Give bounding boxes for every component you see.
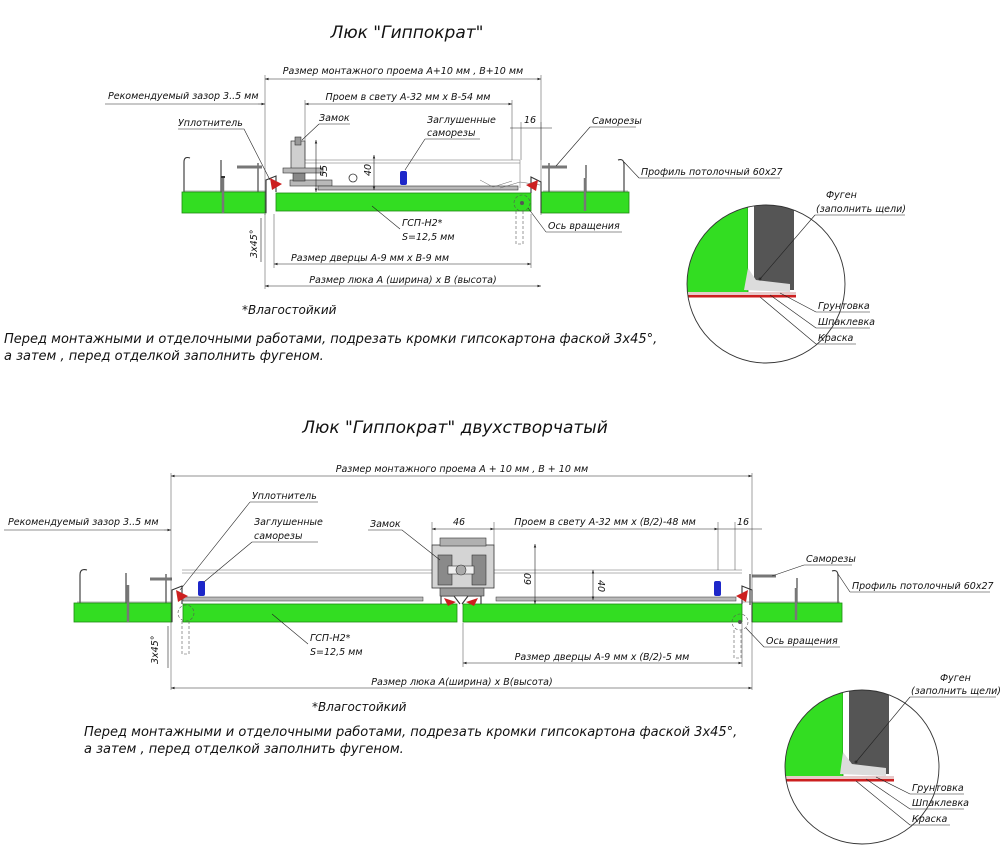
bottom-labels: Уплотнитель Заглушенные саморезы Замок С… — [179, 491, 994, 658]
top-detail-fugen-1: Фуген — [826, 190, 857, 201]
bottom-label-hidden-screws-2: саморезы — [254, 531, 303, 542]
bottom-label-profile: Профиль потолочный 60х27 — [852, 581, 994, 592]
bottom-screws — [126, 574, 798, 622]
bottom-board-left — [73, 602, 173, 623]
top-note-line-2: а затем , перед отделкой заполнить фуген… — [4, 349, 324, 364]
bottom-seal-center-right — [466, 598, 478, 606]
bottom-dim-door: Размер дверцы А-9 мм х (В/2)-5 мм — [515, 652, 690, 663]
top-detail-putty: Шпаклевка — [818, 317, 875, 328]
bottom-hidden-screw-head-left — [198, 581, 205, 596]
bottom-label-gsp-1: ГСП-Н2* — [310, 633, 351, 644]
top-detail-view: Фуген (заполнить щели) Грунтовка Шпаклев… — [686, 190, 906, 364]
top-labels: Уплотнитель Замок Заглушенные саморезы С… — [178, 113, 783, 243]
top-hidden-screw-head — [400, 171, 407, 185]
top-label-axis: Ось вращения — [548, 221, 620, 232]
bottom-label-axis: Ось вращения — [766, 636, 838, 647]
top-detail-paint: Краска — [818, 333, 854, 344]
top-note-moist: *Влагостойкий — [242, 303, 337, 317]
bottom-label-screws: Саморезы — [806, 554, 856, 565]
bottom-lock — [431, 537, 495, 597]
bottom-label-seal: Уплотнитель — [252, 491, 317, 502]
bottom-note-line-2: а затем , перед отделкой заполнить фуген… — [84, 742, 404, 757]
bottom-label-gsp-2: S=12,5 мм — [310, 647, 363, 658]
bottom-note-line-1: Перед монтажными и отделочными работами,… — [84, 725, 737, 740]
bottom-detail-fugen-1: Фуген — [940, 673, 971, 684]
top-dim-40: 40 — [363, 164, 374, 176]
bottom-title: Люк "Гиппократ" двухстворчатый — [301, 418, 608, 438]
top-title: Люк "Гиппократ" — [330, 23, 484, 43]
bottom-dim-hatch: Размер люка А(ширина) х В(высота) — [371, 677, 552, 688]
top-dim-gap: Рекомендуемый зазор 3..5 мм — [108, 91, 259, 102]
top-label-seal: Уплотнитель — [178, 118, 243, 129]
bottom-detail-putty: Шпаклевка — [912, 798, 969, 809]
top-label-screws: Саморезы — [592, 116, 642, 127]
top-label-profile: Профиль потолочный 60х27 — [641, 167, 783, 178]
top-dim-clear: Проем в свету А-32 мм х В-54 мм — [326, 92, 491, 103]
bottom-board-door-left — [182, 603, 458, 623]
bottom-detail-primer: Грунтовка — [912, 783, 964, 794]
bottom-dimensions: Размер монтажного проема А + 10 мм , В +… — [4, 464, 762, 690]
bottom-dim-60: 60 — [523, 573, 534, 585]
bottom-ceiling-profile-left — [77, 569, 172, 605]
top-dimensions: Размер монтажного проема А+10 мм , В+10 … — [105, 66, 552, 289]
top-seal-left — [270, 178, 282, 190]
top-lock — [282, 136, 324, 182]
top-dim-opening: Размер монтажного проема А+10 мм , В+10 … — [283, 66, 523, 77]
top-dim-door: Размер дверцы А-9 мм х В-9 мм — [291, 253, 449, 264]
bottom-dim-16: 16 — [737, 517, 749, 528]
bottom-seal-right — [736, 590, 748, 602]
top-label-hidden-screws-2: саморезы — [427, 128, 476, 139]
top-gypsum-boards — [181, 191, 630, 214]
top-label-gsp-2: S=12,5 мм — [402, 232, 455, 243]
bottom-dim-40: 40 — [595, 580, 606, 592]
top-label-gsp-1: ГСП-Н2* — [402, 218, 443, 229]
bottom-detail-fugen-2: (заполнить щели) — [911, 686, 1000, 697]
top-frame — [265, 159, 542, 213]
bottom-section: Люк "Гиппократ" двухстворчатый — [4, 418, 1000, 845]
top-note-line-1: Перед монтажными и отделочными работами,… — [4, 332, 657, 347]
bottom-dim-clear: Проем в свету А-32 мм х (В/2)-48 мм — [514, 517, 696, 528]
bottom-seal-left — [176, 590, 188, 602]
bottom-detail-view: Фуген (заполнить щели) Грунтовка Шпаклев… — [784, 673, 1000, 845]
bottom-label-hidden-screws-1: Заглушенные — [254, 517, 323, 528]
top-detail-primer: Грунтовка — [818, 301, 870, 312]
bottom-detail-paint: Краска — [912, 814, 948, 825]
bottom-dim-46: 46 — [453, 517, 465, 528]
top-dim-16: 16 — [524, 115, 536, 126]
top-label-lock: Замок — [319, 113, 350, 124]
top-dim-bevel: 3х45° — [249, 229, 260, 258]
bottom-seal-center-left — [444, 598, 456, 606]
top-screws — [221, 165, 587, 213]
bottom-board-door-right — [462, 603, 743, 623]
bottom-rotation-axes — [177, 604, 749, 659]
top-ceiling-profile-left — [183, 156, 266, 193]
bottom-note-moist: *Влагостойкий — [312, 700, 407, 714]
bottom-label-lock: Замок — [370, 519, 401, 530]
top-dim-hatch: Размер люка А (ширина) х В (высота) — [309, 275, 496, 286]
top-label-hidden-screws-1: Заглушенные — [427, 115, 496, 126]
top-seal-right — [526, 180, 538, 191]
bottom-dim-opening: Размер монтажного проема А + 10 мм , В +… — [336, 464, 588, 475]
bottom-hidden-screw-head-right — [714, 581, 721, 596]
top-board-door — [275, 192, 532, 212]
bottom-dim-gap: Рекомендуемый зазор 3..5 мм — [8, 517, 159, 528]
top-detail-fugen-2: (заполнить щели) — [816, 204, 906, 215]
bottom-dim-bevel: 3х45° — [150, 635, 161, 664]
top-dim-55: 55 — [319, 165, 330, 177]
top-rotation-axis — [513, 194, 531, 245]
top-section: Люк "Гиппократ" — [4, 23, 906, 364]
